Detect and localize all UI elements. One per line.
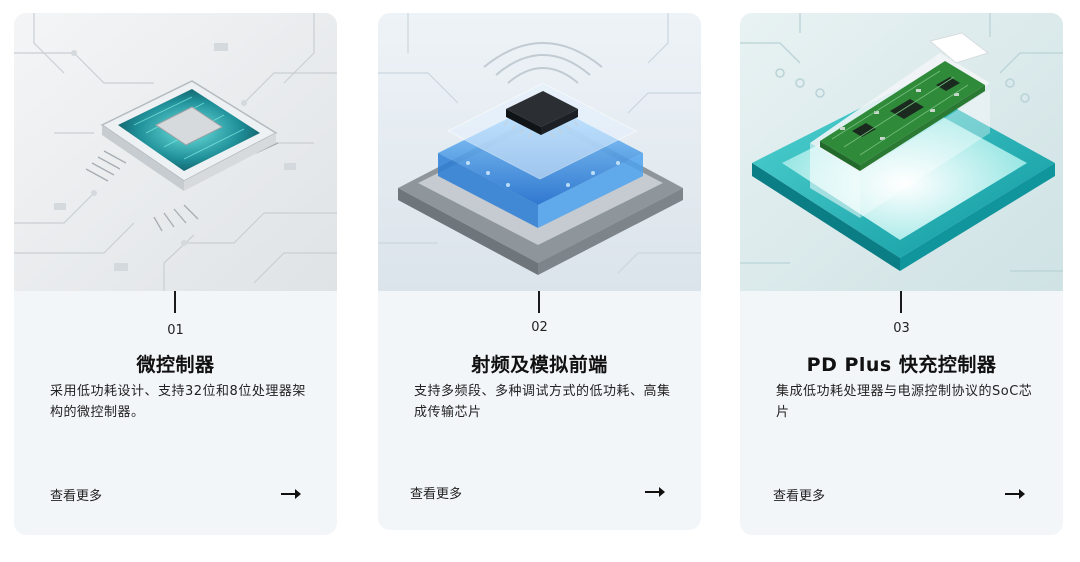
card-title: PD Plus 快充控制器 bbox=[806, 354, 997, 376]
arrow-right-icon[interactable] bbox=[1005, 488, 1025, 500]
connector-line bbox=[538, 291, 540, 313]
card-title: 微控制器 bbox=[136, 354, 215, 376]
card-description: 集成低功耗处理器与电源控制协议的SoC芯片 bbox=[776, 384, 1033, 420]
card-number: 02 bbox=[531, 320, 548, 335]
card-number: 03 bbox=[893, 321, 910, 336]
rf-chip-image bbox=[378, 13, 701, 291]
arrow-right-icon[interactable] bbox=[281, 488, 301, 500]
connector-line bbox=[900, 291, 902, 313]
product-card-rf[interactable]: 02 射频及模拟前端 支持多频段、多种调试方式的低功耗、高集成传输芯片 查看更多 bbox=[378, 13, 701, 530]
mcu-chip-image bbox=[14, 13, 337, 291]
card-description: 采用低功耗设计、支持32位和8位处理器架构的微控制器。 bbox=[50, 384, 306, 420]
arrow-right-icon[interactable] bbox=[645, 486, 665, 498]
view-more-link[interactable]: 查看更多 bbox=[773, 489, 826, 504]
card-title: 射频及模拟前端 bbox=[471, 354, 608, 376]
product-card-mcu[interactable]: 01 微控制器 采用低功耗设计、支持32位和8位处理器架构的微控制器。 查看更多 bbox=[14, 13, 337, 535]
card-description: 支持多频段、多种调试方式的低功耗、高集成传输芯片 bbox=[414, 384, 671, 420]
card-number: 01 bbox=[167, 323, 184, 338]
view-more-link[interactable]: 查看更多 bbox=[50, 489, 103, 504]
product-card-pd-plus[interactable]: 03 PD Plus 快充控制器 集成低功耗处理器与电源控制协议的SoC芯片 查… bbox=[740, 13, 1063, 535]
view-more-link[interactable]: 查看更多 bbox=[410, 487, 463, 502]
connector-line bbox=[174, 291, 176, 313]
pd-controller-image bbox=[740, 13, 1063, 291]
